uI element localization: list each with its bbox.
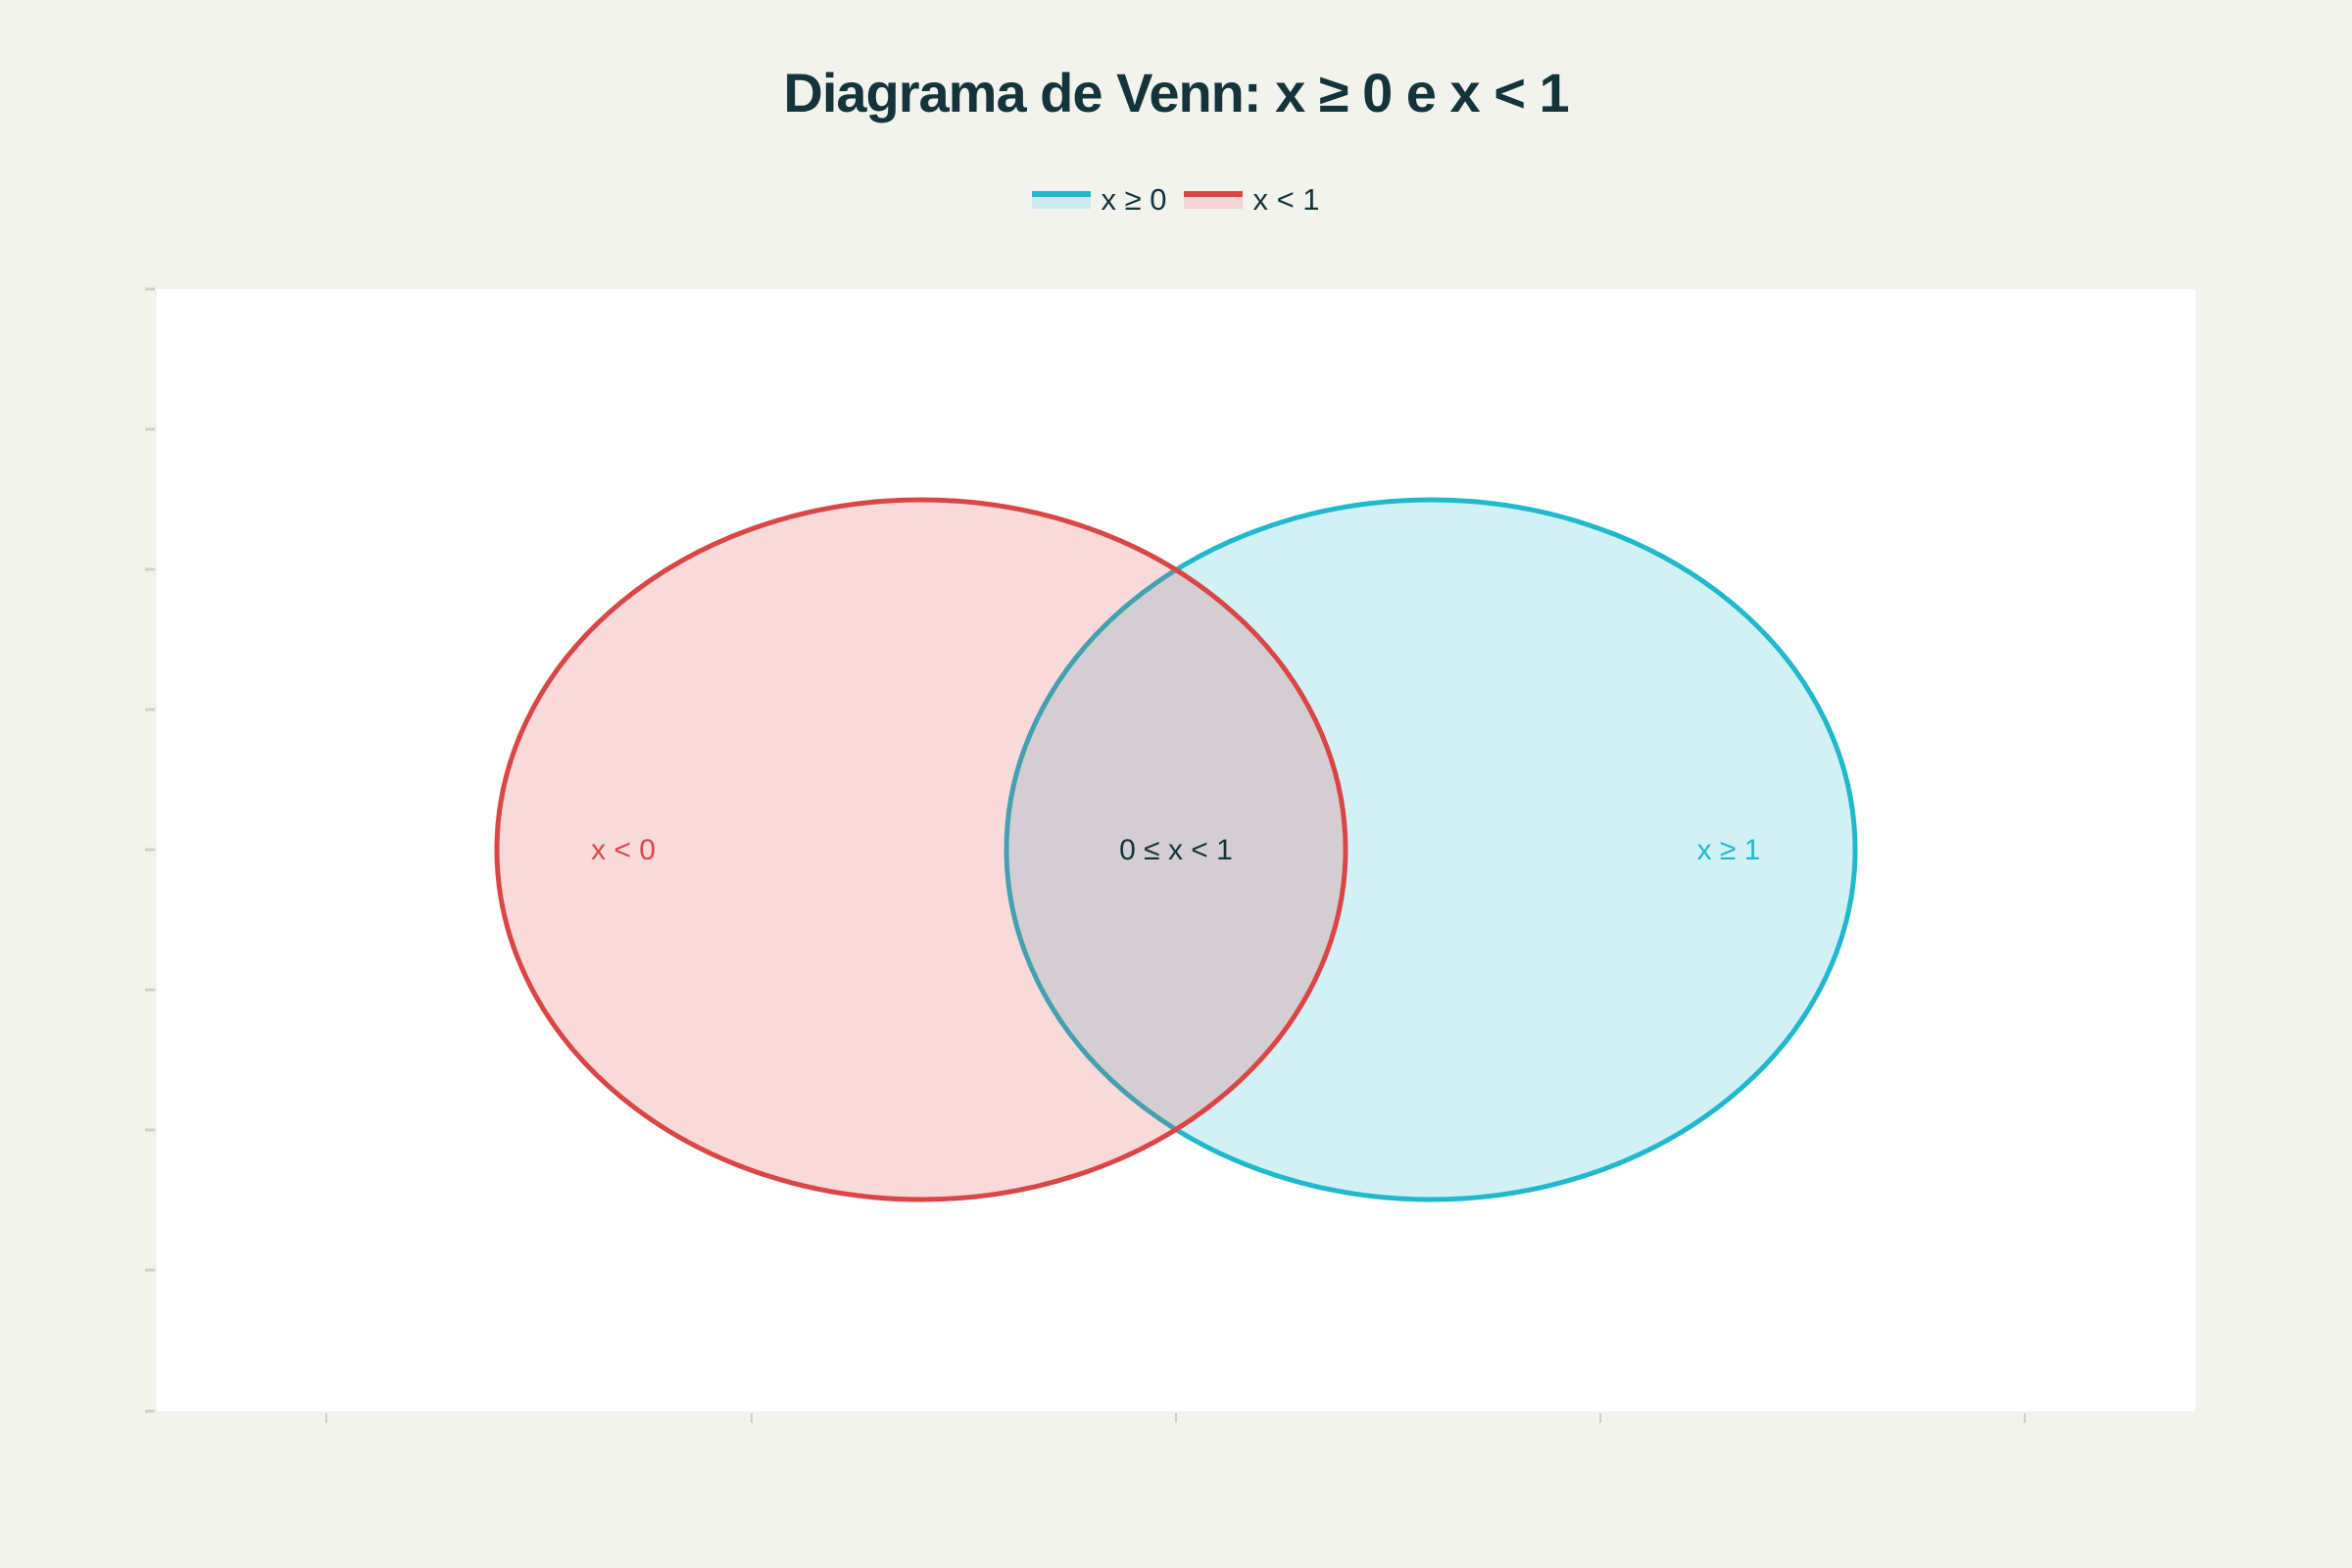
legend-swatch-red-icon (1184, 191, 1244, 209)
x-axis-ticks (325, 1413, 2026, 1423)
legend-swatch-cyan-icon (1032, 191, 1092, 209)
legend-label-set-b: x < 1 (1252, 182, 1320, 217)
region-label-center: 0 ≤ x < 1 (1119, 834, 1233, 866)
y-axis-ticks (145, 287, 155, 1413)
set-b-circle[interactable] (494, 497, 1348, 1202)
region-label-left: x < 0 (591, 834, 656, 866)
set-a-circle[interactable] (1004, 497, 1858, 1202)
legend-item-set-b[interactable]: x < 1 (1184, 182, 1320, 218)
legend: x ≥ 0 x < 1 (0, 182, 2352, 218)
legend-item-set-a[interactable]: x ≥ 0 (1032, 182, 1166, 218)
chart-title: Diagrama de Venn: x ≥ 0 e x < 1 (783, 62, 1569, 123)
region-label-right: x ≥ 1 (1697, 834, 1761, 866)
legend-label-set-a: x ≥ 0 (1101, 182, 1167, 217)
